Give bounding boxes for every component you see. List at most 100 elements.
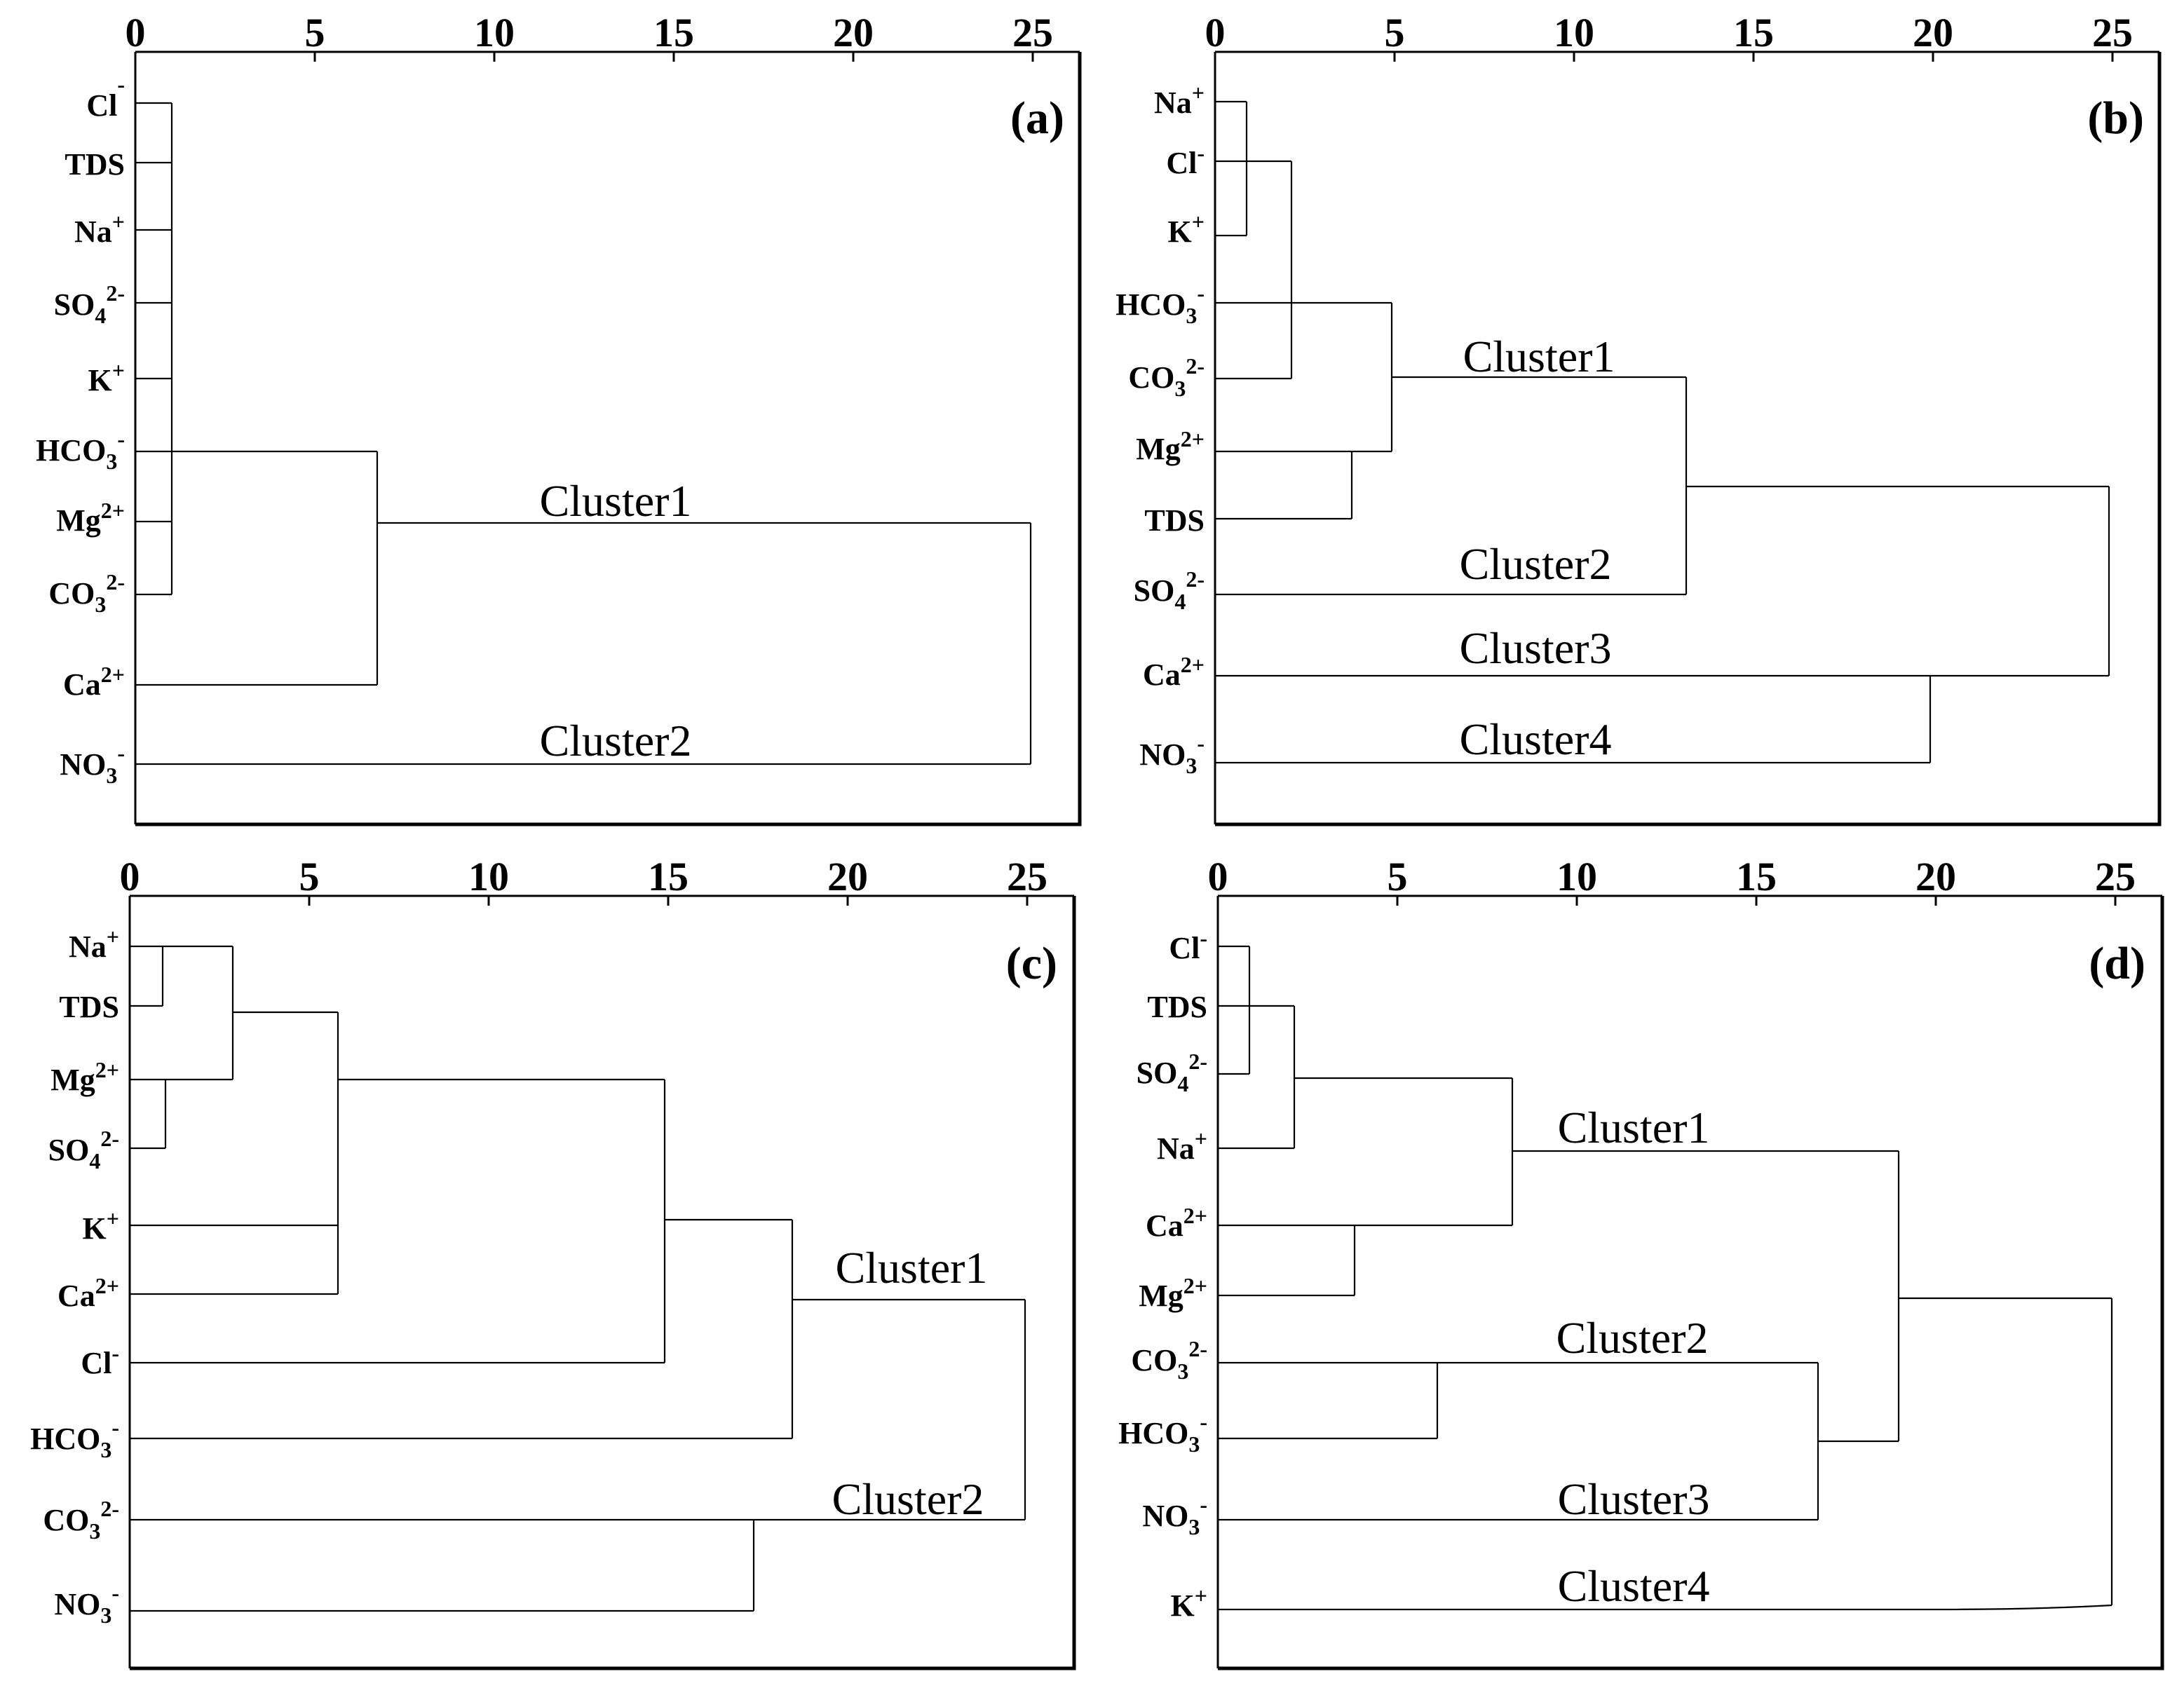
- variable-label: CO32-: [1128, 353, 1205, 401]
- axis-tick-label: 20: [1913, 10, 1953, 55]
- axis-tick-label: 25: [2092, 10, 2133, 55]
- variable-label: SO42-: [54, 280, 125, 328]
- variable-label: Cl-: [1169, 925, 1207, 965]
- variable-label: CO32-: [43, 1496, 119, 1544]
- panel-a-ticks: [134, 52, 1034, 62]
- variable-label: TDS: [59, 990, 119, 1024]
- variable-label: NO3-: [1139, 730, 1205, 778]
- variable-label: TDS: [65, 147, 125, 182]
- panel-c: 0 5 10 15 20 25 (c) Na+ TDS Mg2+ SO42- K…: [30, 854, 1076, 1670]
- variable-label: Cl-: [86, 72, 125, 123]
- variable-label: Mg2+: [1139, 1273, 1207, 1313]
- panel-c-frame: [128, 894, 1074, 1668]
- panel-d: 0 5 10 15 20 25 (d) Cl- TDS SO42- Na+ Ca…: [1118, 854, 2164, 1670]
- panel-a-links: [135, 102, 1032, 765]
- axis-tick-label: 0: [1208, 854, 1228, 899]
- variable-label: Mg2+: [1136, 426, 1205, 466]
- axis-tick-label: 15: [648, 854, 689, 899]
- axis-tick-label: 20: [1915, 854, 1956, 899]
- variable-label: HCO3-: [1118, 1409, 1207, 1457]
- panel-a-frame-right: [135, 52, 1082, 826]
- variable-label: Mg2+: [50, 1057, 119, 1097]
- panel-d-ticks: [1216, 896, 2117, 906]
- variable-label: Na+: [1154, 80, 1205, 120]
- panel-c-frame-right: [130, 896, 1076, 1670]
- variable-label: NO3-: [60, 740, 125, 788]
- panel-a: 0 5 10 15 20 25 (a) Cl- TDS Na+ SO42- K+…: [36, 10, 1082, 826]
- variable-label: NO3-: [54, 1580, 119, 1628]
- axis-tick-label: 15: [1736, 854, 1777, 899]
- cluster-label: Cluster2: [1460, 539, 1612, 589]
- axis-tick-label: 15: [1733, 10, 1774, 55]
- variable-label: HCO3-: [1115, 280, 1205, 328]
- variable-label: CO32-: [48, 569, 125, 617]
- panel-b-frame-right: [1215, 52, 2162, 826]
- axis-tick-label: 10: [1556, 854, 1597, 899]
- axis-tick-label: 10: [1554, 10, 1594, 55]
- panel-d-frame-right: [1218, 896, 2164, 1670]
- axis-tick-label: 25: [2095, 854, 2136, 899]
- cluster-label: Cluster1: [1463, 332, 1615, 381]
- variable-label: HCO3-: [30, 1415, 119, 1462]
- variable-label: Cl-: [81, 1340, 119, 1380]
- variable-label: CO32-: [1131, 1336, 1207, 1384]
- variable-label: SO42-: [1134, 566, 1205, 614]
- cluster-label: Cluster1: [540, 476, 692, 526]
- axis-tick-label: 5: [1388, 854, 1408, 899]
- panel-b-links: [1215, 100, 2110, 764]
- panel-b: 0 5 10 15 20 25 (b) Na+ Cl- K+ HCO3- CO3…: [1115, 10, 2162, 826]
- variable-label: Ca2+: [1143, 652, 1205, 692]
- axis-tick-label: 20: [833, 10, 874, 55]
- axis-tick-label: 5: [299, 854, 320, 899]
- variable-label: TDS: [1144, 503, 1205, 538]
- axis-tick-label: 10: [474, 10, 515, 55]
- variable-label: TDS: [1147, 990, 1207, 1024]
- cluster-label: Cluster4: [1558, 1561, 1710, 1611]
- panel-b-ticks: [1214, 52, 2114, 62]
- variable-label: Na+: [74, 209, 125, 249]
- cluster-label: Cluster1: [836, 1243, 988, 1293]
- axis-tick-label: 5: [1385, 10, 1405, 55]
- variable-label: Mg2+: [56, 498, 125, 538]
- panel-b-frame: [1214, 50, 2159, 824]
- variable-label: Na+: [1157, 1126, 1207, 1166]
- panel-c-links: [130, 945, 1026, 1612]
- cluster-label: Cluster1: [1558, 1103, 1710, 1152]
- variable-label: SO42-: [1137, 1049, 1207, 1096]
- cluster-label: Cluster3: [1460, 623, 1612, 673]
- cluster-label: Cluster2: [540, 716, 692, 765]
- variable-label: Ca2+: [63, 662, 125, 702]
- axis-tick-label: 5: [305, 10, 325, 55]
- variable-label: NO3-: [1142, 1492, 1207, 1539]
- panel-tag: (b): [2087, 93, 2144, 144]
- variable-label: Ca2+: [1146, 1203, 1207, 1243]
- panel-c-ticks: [128, 896, 1029, 906]
- axis-tick-label: 25: [1007, 854, 1047, 899]
- cluster-label: Cluster4: [1460, 714, 1612, 764]
- variable-label: Cl-: [1166, 140, 1205, 180]
- variable-label: Ca2+: [57, 1273, 119, 1313]
- panel-tag: (d): [2089, 938, 2145, 989]
- variable-label: HCO3-: [36, 426, 125, 474]
- cluster-label: Cluster2: [832, 1474, 984, 1524]
- variable-label: K+: [1171, 1583, 1207, 1623]
- panel-tag: (c): [1006, 938, 1057, 989]
- variable-label: SO42-: [48, 1126, 119, 1173]
- variable-label: K+: [88, 358, 125, 397]
- panel-tag: (a): [1010, 93, 1064, 144]
- axis-tick-label: 0: [120, 854, 140, 899]
- axis-tick-label: 0: [1205, 10, 1226, 55]
- variable-label: K+: [1168, 209, 1205, 249]
- axis-tick-label: 20: [827, 854, 868, 899]
- axis-tick-label: 25: [1012, 10, 1053, 55]
- cluster-label: Cluster3: [1558, 1474, 1710, 1524]
- axis-tick-label: 0: [126, 10, 146, 55]
- axis-tick-label: 10: [468, 854, 509, 899]
- panel-d-frame: [1216, 894, 2162, 1668]
- variable-label: Na+: [69, 924, 119, 964]
- variable-label: K+: [83, 1206, 119, 1246]
- panel-a-frame: [134, 50, 1080, 824]
- panel-d-links: [1218, 945, 2113, 1611]
- axis-tick-label: 15: [653, 10, 694, 55]
